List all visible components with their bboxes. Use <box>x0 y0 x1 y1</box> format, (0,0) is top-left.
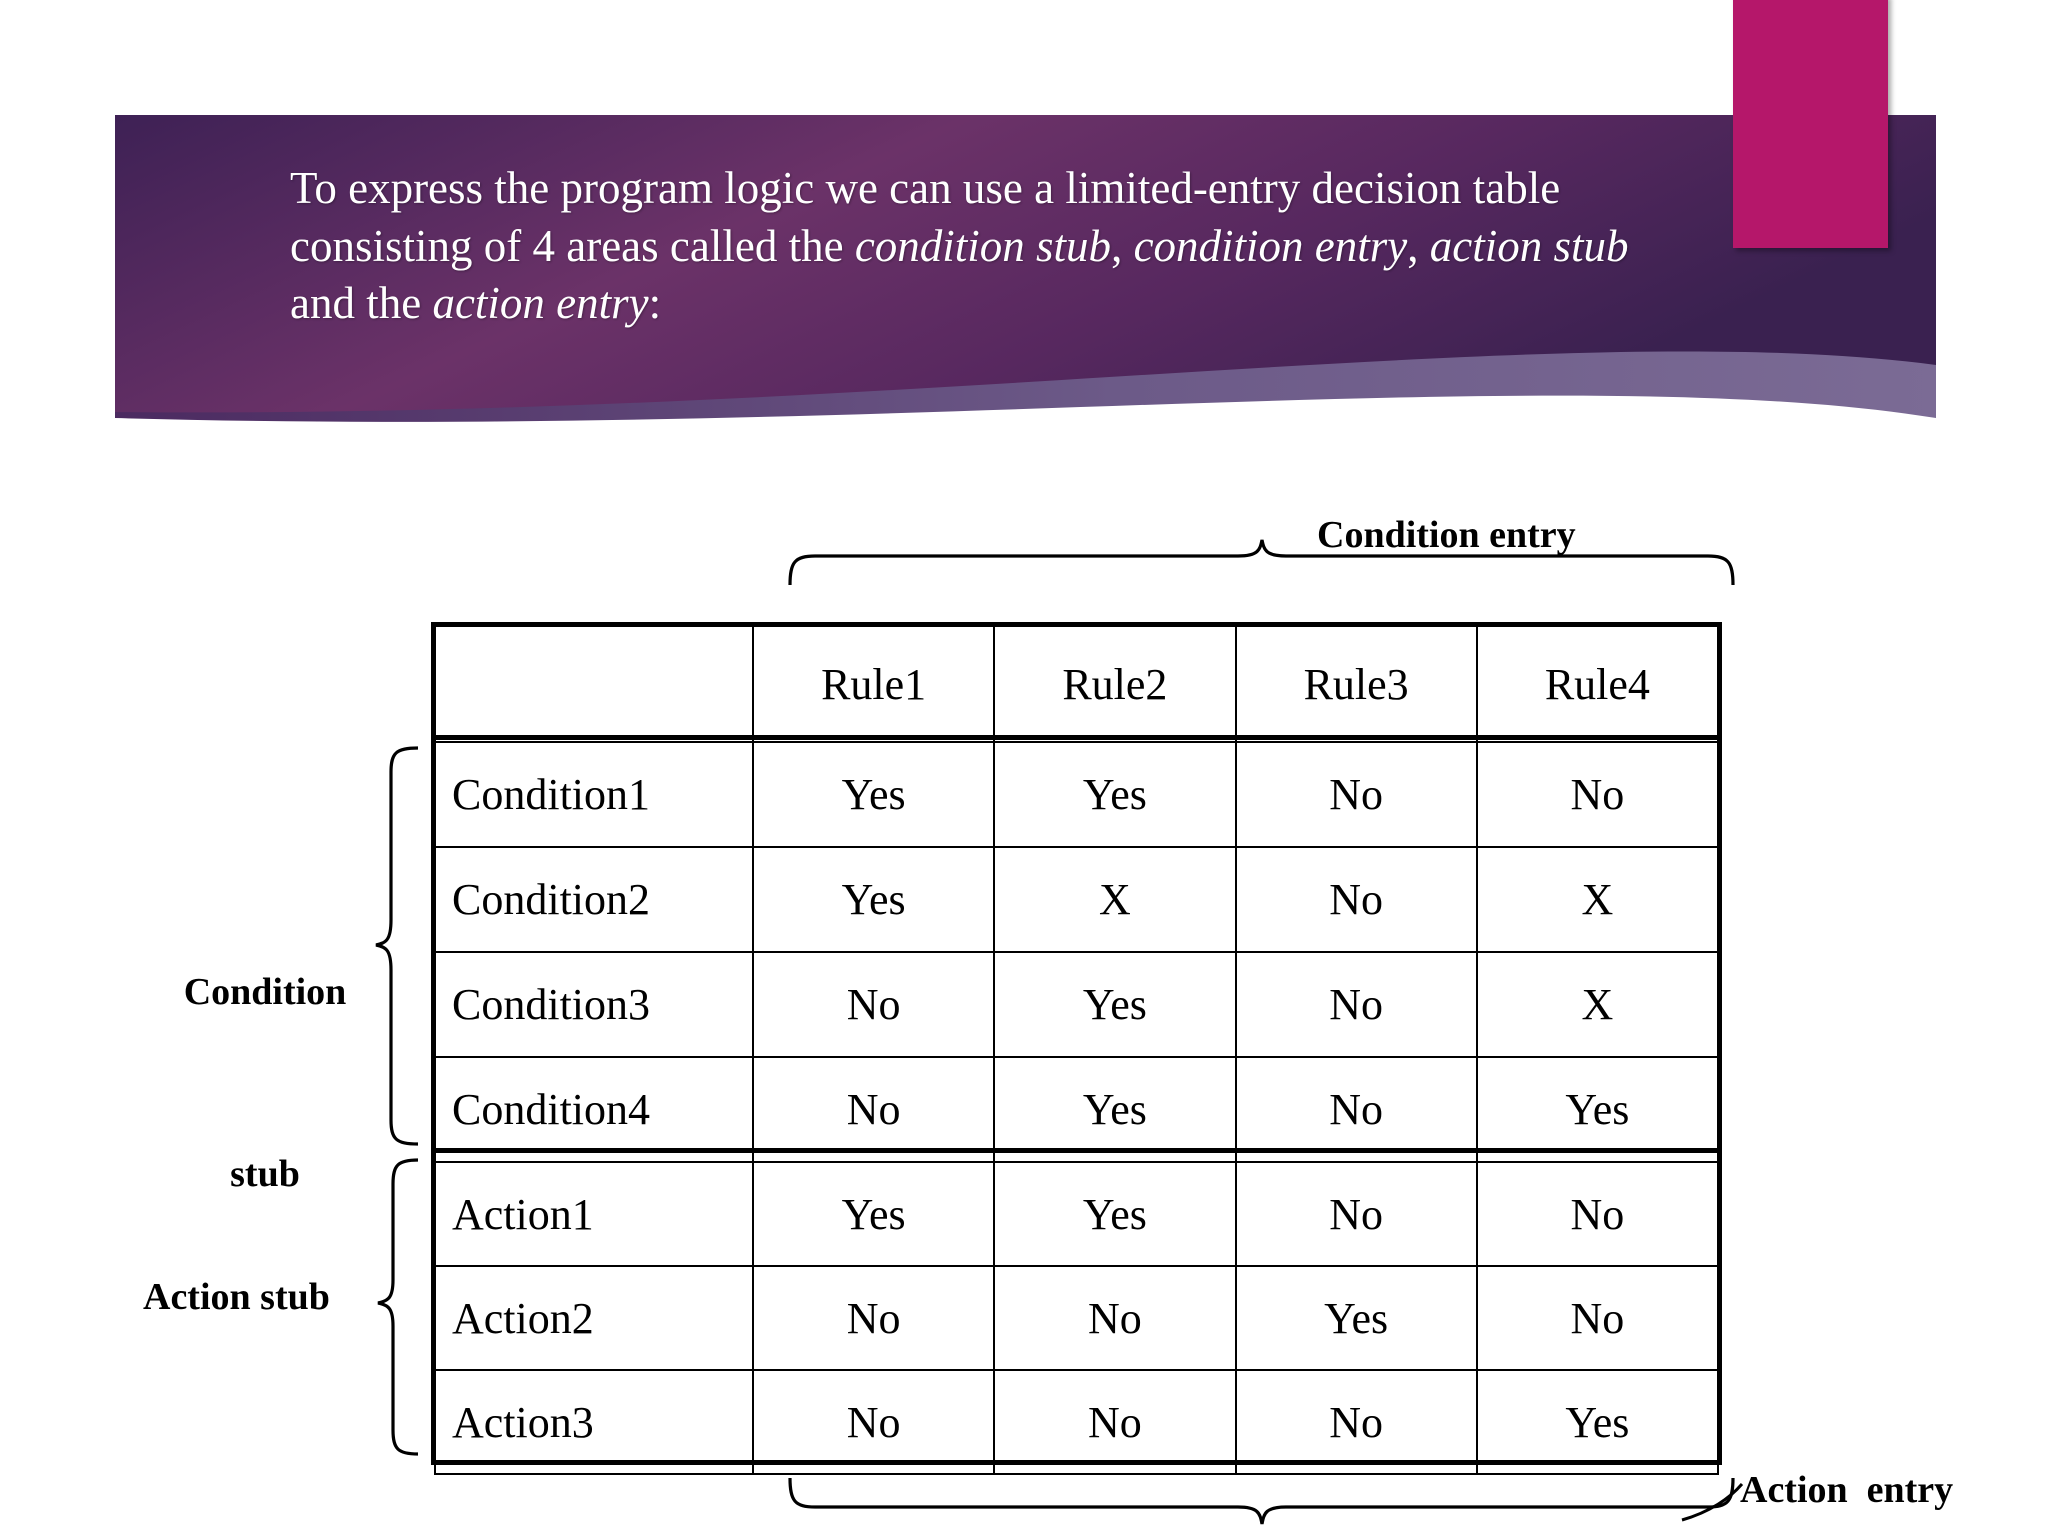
table-cell-value: No <box>1475 1161 1720 1267</box>
banner-text: To express the program logic we can use … <box>290 160 1670 333</box>
table-cell-value: X <box>993 846 1237 953</box>
row-stub-label: Condition2 <box>434 846 754 953</box>
banner-emphasis: condition entry <box>1133 220 1408 271</box>
label-action-entry: Action entry <box>1740 1469 1954 1511</box>
label-action-stub: Action stub <box>143 1276 330 1318</box>
table-corner-cell <box>434 625 754 743</box>
table-cell-value: No <box>1475 741 1720 848</box>
table-cell-value: No <box>1234 1161 1478 1267</box>
table-cell-value: Yes <box>751 846 996 953</box>
action-entry-connector <box>1681 1483 1744 1522</box>
banner-plain: and the <box>290 278 433 329</box>
accent-rectangle <box>1733 0 1888 248</box>
table-cell-value: No <box>1475 1265 1720 1371</box>
table-cell-value: No <box>993 1369 1237 1475</box>
table-cell-value: No <box>1234 741 1478 848</box>
table-cell-value: Yes <box>993 1056 1237 1163</box>
row-stub-label: Action1 <box>434 1161 754 1267</box>
table-cell-value: X <box>1475 846 1720 953</box>
row-stub-label: Condition3 <box>434 951 754 1058</box>
banner-plain: , <box>1407 220 1430 271</box>
table-cell-value: No <box>751 1056 996 1163</box>
table-cell-value: No <box>1234 951 1478 1058</box>
table-section-separator <box>431 1148 1722 1153</box>
slide-banner: To express the program logic we can use … <box>0 0 2048 470</box>
banner-plain: To express the program logic we can use … <box>290 163 1561 271</box>
banner-emphasis: action entry <box>432 278 649 329</box>
banner-plain: , <box>1111 220 1134 271</box>
row-stub-label: Condition4 <box>434 1056 754 1163</box>
table-cell-value: X <box>1475 951 1720 1058</box>
table-cell-value: No <box>751 1265 996 1371</box>
row-stub-label: Action3 <box>434 1369 754 1475</box>
table-cell-value: No <box>751 951 996 1058</box>
banner-emphasis: action stub <box>1429 220 1629 271</box>
table-cell-value: Yes <box>993 951 1237 1058</box>
column-header-rule3: Rule3 <box>1234 625 1478 743</box>
table-cell-value: Yes <box>751 1161 996 1267</box>
label-condition-stub-line2: stub <box>230 1152 300 1195</box>
table-cell-value: Yes <box>993 1161 1237 1267</box>
table-cell-value: No <box>751 1369 996 1475</box>
column-header-rule2: Rule2 <box>993 625 1237 743</box>
table-cell-value: Yes <box>1234 1265 1478 1371</box>
table-header-separator <box>431 735 1722 740</box>
label-condition-stub: Condition stub <box>140 840 390 1266</box>
label-condition-entry: Condition entry <box>1317 514 1576 556</box>
condition-entry-brace <box>788 539 1735 586</box>
row-stub-label: Condition1 <box>434 741 754 848</box>
table-cell-value: No <box>1234 1369 1478 1475</box>
table-cell-value: Yes <box>751 741 996 848</box>
label-condition-stub-line1: Condition <box>183 970 347 1013</box>
table-cell-value: Yes <box>1475 1369 1720 1475</box>
action-entry-brace <box>788 1477 1735 1525</box>
banner-shape <box>115 115 1936 422</box>
banner-plain: : <box>648 278 662 329</box>
table-cell-value: No <box>993 1265 1237 1371</box>
table-cell-value: Yes <box>1475 1056 1720 1163</box>
column-header-rule4: Rule4 <box>1475 625 1720 743</box>
table-cell-value: Yes <box>993 741 1237 848</box>
table-cell-value: No <box>1234 1056 1478 1163</box>
row-stub-label: Action2 <box>434 1265 754 1371</box>
table-cell-value: No <box>1234 846 1478 953</box>
banner-emphasis: condition stub <box>854 220 1112 271</box>
column-header-rule1: Rule1 <box>751 625 996 743</box>
